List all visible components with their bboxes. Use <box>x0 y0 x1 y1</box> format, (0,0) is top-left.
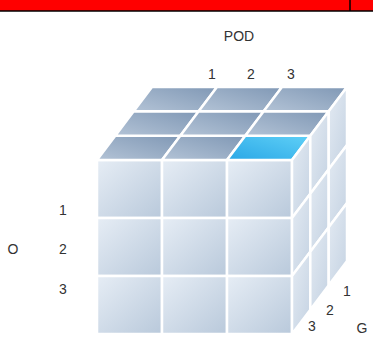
right-cell <box>292 252 310 334</box>
axis-title: G <box>357 320 368 336</box>
axis-number: 3 <box>308 318 316 334</box>
front-cell <box>162 276 227 334</box>
axis-title: POD <box>224 28 254 44</box>
axis-number: 2 <box>59 241 67 257</box>
axis-number: 3 <box>59 281 67 297</box>
front-cell <box>162 218 227 276</box>
axis-number: 2 <box>326 302 334 318</box>
axis-number: 3 <box>287 66 295 82</box>
front-cell <box>227 276 292 334</box>
red-bar <box>0 0 373 11</box>
front-cell <box>97 160 162 218</box>
right-cell <box>310 227 328 309</box>
bar-divider <box>349 0 351 11</box>
axis-title: O <box>8 241 19 257</box>
axis-number: 1 <box>59 202 67 218</box>
right-cell <box>329 203 347 285</box>
front-cell <box>227 218 292 276</box>
front-cell <box>97 276 162 334</box>
front-cell <box>162 160 227 218</box>
front-cell <box>227 160 292 218</box>
axis-number: 1 <box>208 66 216 82</box>
axis-number: 1 <box>343 283 351 299</box>
front-cell <box>97 218 162 276</box>
axis-number: 2 <box>247 66 255 82</box>
bar-border <box>0 10 373 12</box>
